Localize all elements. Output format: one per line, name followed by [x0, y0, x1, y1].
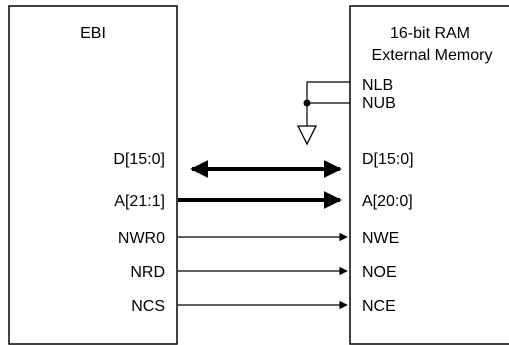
ram-title-line2: External Memory	[372, 47, 493, 64]
nlb-wire	[306, 81, 350, 103]
ebi-pin-d: D[15:0]	[113, 151, 165, 168]
ebi-pin-nrd: NRD	[130, 264, 165, 281]
ram-pin-nub: NUB	[362, 95, 396, 112]
ram-title-line1: 16-bit RAM	[390, 25, 470, 42]
ram-pin-d: D[15:0]	[362, 151, 414, 168]
ram-pin-noe: NOE	[362, 264, 397, 281]
ground-tie	[296, 81, 350, 146]
ebi-pin-ncs: NCS	[131, 298, 165, 315]
ram-pin-nce: NCE	[362, 298, 396, 315]
ebi-block	[8, 5, 178, 345]
ebi-pin-nwr0: NWR0	[118, 230, 165, 247]
ebi-pin-a: A[21:1]	[114, 193, 165, 210]
ram-pin-nwe: NWE	[362, 230, 399, 247]
ground-icon	[296, 125, 318, 146]
ebi-title: EBI	[80, 25, 106, 42]
ram-pin-nlb: NLB	[362, 77, 393, 94]
ram-block	[349, 5, 509, 345]
ram-pin-a: A[20:0]	[362, 193, 413, 210]
